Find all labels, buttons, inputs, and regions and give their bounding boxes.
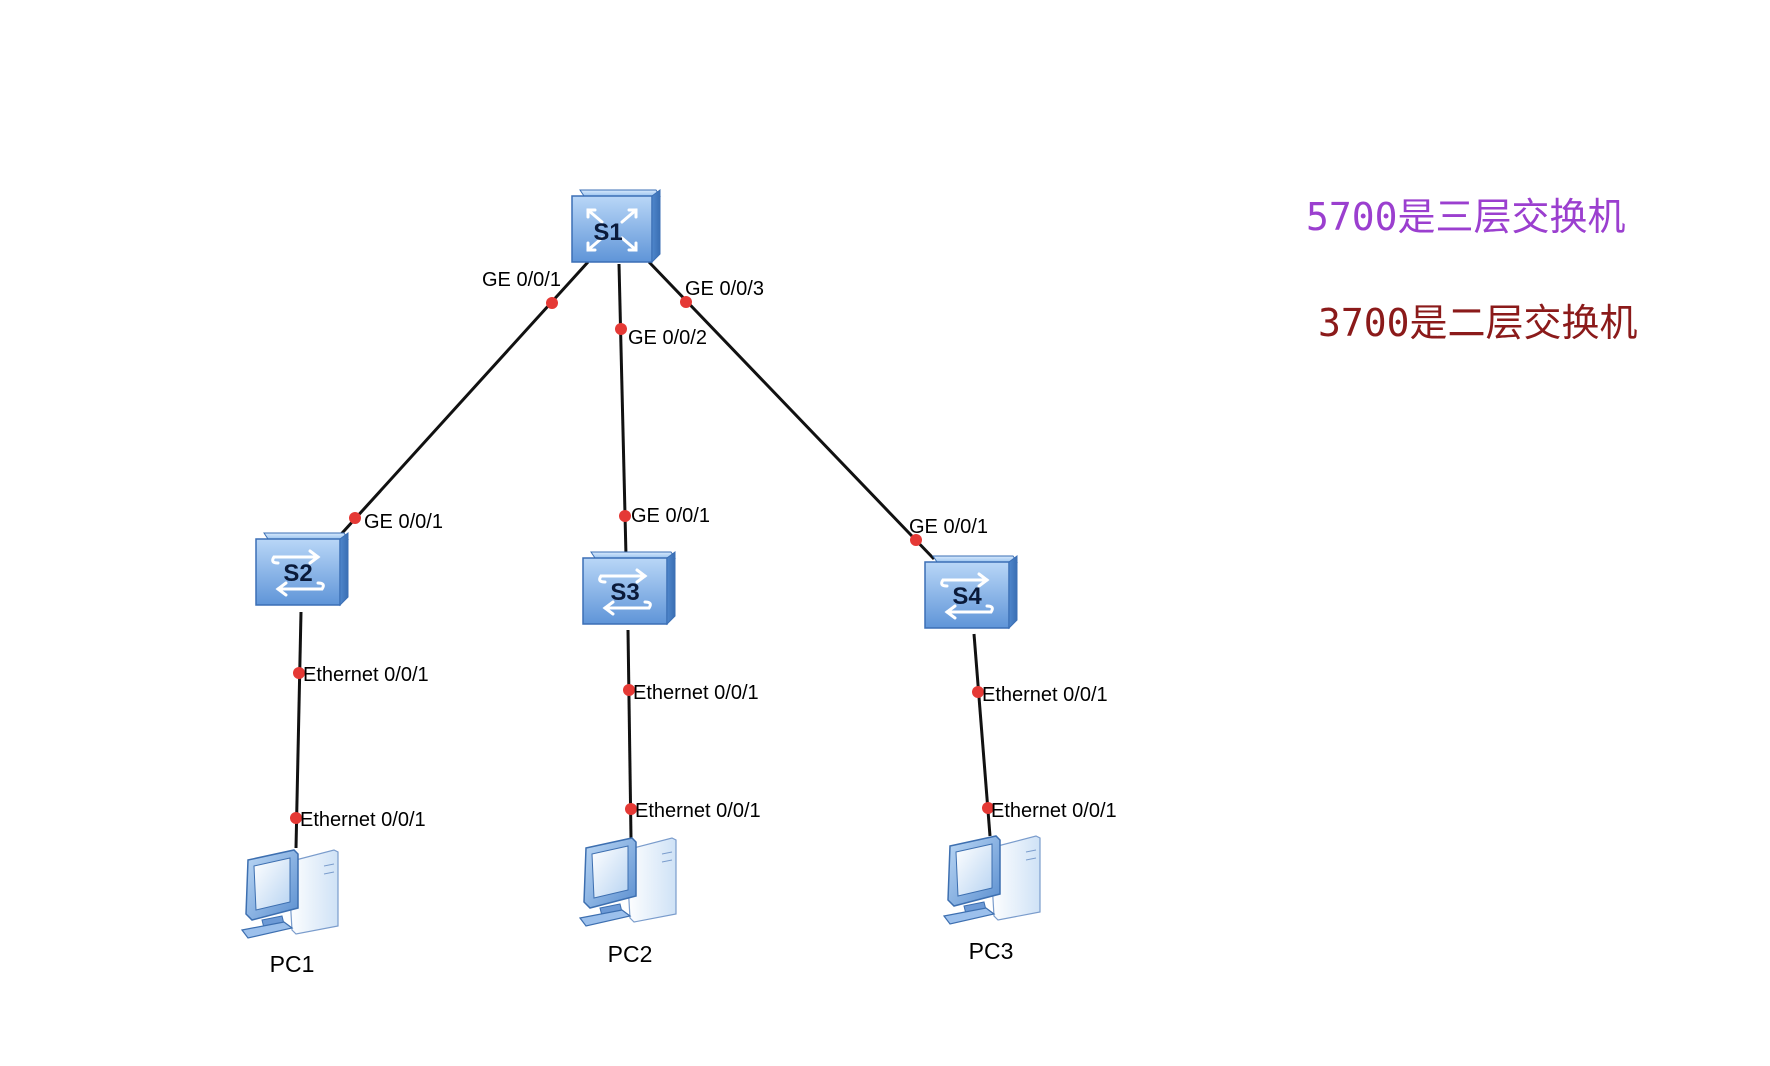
pc-2[interactable] xyxy=(579,837,677,927)
port-dot-s1-ge001 xyxy=(546,297,558,309)
link-s1-s4[interactable] xyxy=(647,260,936,561)
port-dot-s4-ge001 xyxy=(910,534,922,546)
port-label-s2-ge001: GE 0/0/1 xyxy=(364,511,443,533)
link-s2-pc1[interactable] xyxy=(294,611,303,849)
port-label-s1-ge003: GE 0/0/3 xyxy=(685,278,764,300)
pc-icon xyxy=(579,837,677,927)
port-label-s4-eth001: Ethernet 0/0/1 xyxy=(982,684,1108,706)
note-layer3-switch: 5700是三层交换机 xyxy=(1306,195,1626,239)
port-label-s3-ge001: GE 0/0/1 xyxy=(631,505,710,527)
link-s1-s2[interactable] xyxy=(332,260,590,544)
port-dot-s4-eth001 xyxy=(972,686,984,698)
port-dot-s3-eth001 xyxy=(623,684,635,696)
pc3-label: PC3 xyxy=(969,938,1014,964)
note-layer2-switch: 3700是二层交换机 xyxy=(1318,301,1638,345)
links xyxy=(294,260,992,849)
switch-s3-label: S3 xyxy=(610,579,639,606)
port-dot-s2-ge001 xyxy=(349,512,361,524)
switch-s2-label: S2 xyxy=(283,560,312,587)
link-s1-s3[interactable] xyxy=(617,263,628,557)
switch-s4[interactable]: S4 xyxy=(923,554,1019,630)
port-dots xyxy=(290,296,994,824)
pc-icon xyxy=(943,835,1041,925)
pc2-label: PC2 xyxy=(608,941,653,967)
port-label-s1-ge001: GE 0/0/1 xyxy=(482,269,561,291)
switch-s2[interactable]: S2 xyxy=(254,531,350,607)
pc-1[interactable] xyxy=(241,849,339,939)
switch-s1-label: S1 xyxy=(593,219,622,246)
port-dot-s1-ge003 xyxy=(680,296,692,308)
pc1-label: PC1 xyxy=(270,951,315,977)
switch-s3[interactable]: S3 xyxy=(581,550,677,626)
port-dot-pc3-eth001 xyxy=(982,802,994,814)
port-label-s2-eth001: Ethernet 0/0/1 xyxy=(303,664,429,686)
port-dot-s1-ge002 xyxy=(615,323,627,335)
port-label-pc3-eth001: Ethernet 0/0/1 xyxy=(991,800,1117,822)
port-label-s3-eth001: Ethernet 0/0/1 xyxy=(633,682,759,704)
port-dot-pc1-eth001 xyxy=(290,812,302,824)
port-dot-s2-eth001 xyxy=(293,667,305,679)
port-dot-pc2-eth001 xyxy=(625,803,637,815)
port-label-pc2-eth001: Ethernet 0/0/1 xyxy=(635,800,761,822)
port-label-pc1-eth001: Ethernet 0/0/1 xyxy=(300,809,426,831)
port-labels: GE 0/0/1 GE 0/0/2 GE 0/0/3 GE 0/0/1 GE 0… xyxy=(300,269,1117,831)
port-label-s4-ge001: GE 0/0/1 xyxy=(909,516,988,538)
pc-3[interactable] xyxy=(943,835,1041,925)
port-dot-s3-ge001 xyxy=(619,510,631,522)
port-label-s1-ge002: GE 0/0/2 xyxy=(628,327,707,349)
pc-icon xyxy=(241,849,339,939)
switch-s1[interactable]: S1 xyxy=(570,188,662,264)
switch-s4-label: S4 xyxy=(952,583,982,610)
